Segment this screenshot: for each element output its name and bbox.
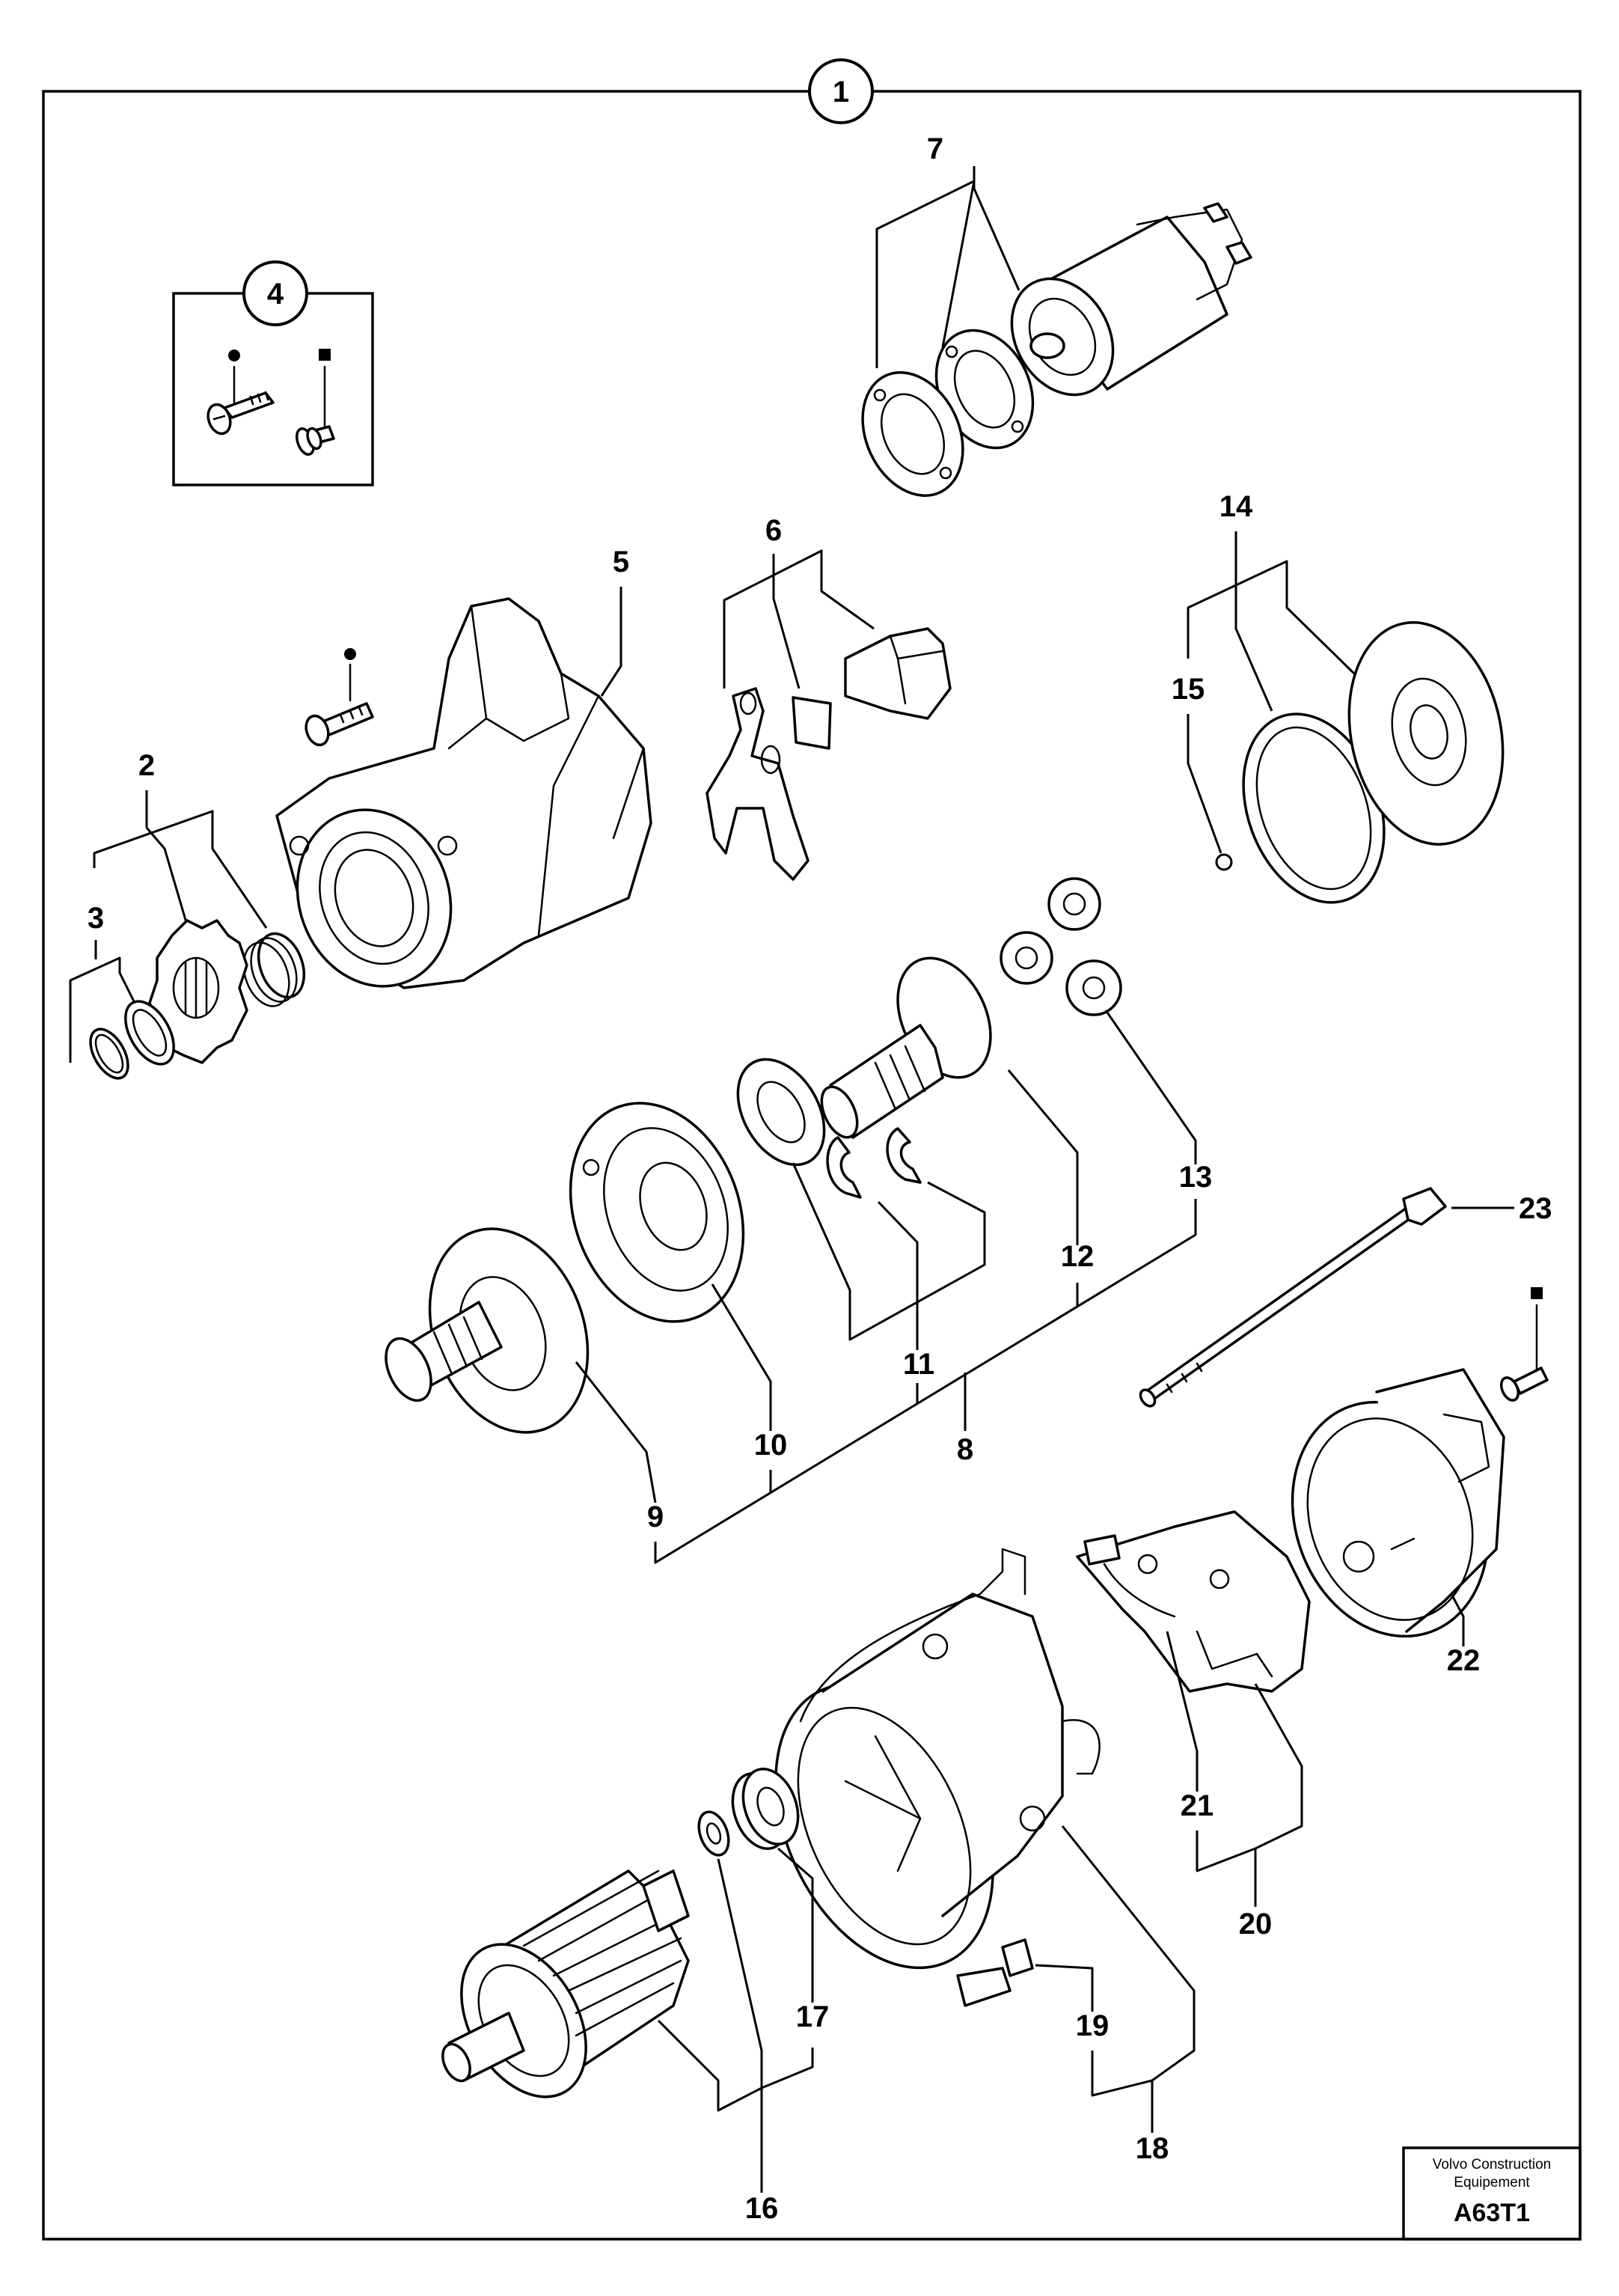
callout-1-circle: [808, 58, 874, 124]
leader-2: [93, 790, 268, 951]
stop-collar: [124, 1000, 175, 1066]
screw-round-head-icon: [206, 365, 275, 436]
leader-6: [723, 549, 875, 689]
overrunning-clutch-shaft: [385, 1227, 590, 1434]
leader-20: [1196, 1683, 1303, 1907]
screw-set-box: [172, 292, 374, 486]
callout-3: 3: [88, 902, 104, 935]
callout-20: 20: [1239, 1908, 1273, 1941]
callout-16: 16: [745, 2192, 779, 2225]
retaining-clip-a: [826, 1136, 862, 1199]
callout-18: 18: [1136, 2132, 1169, 2165]
idler-gear-a: [1047, 877, 1101, 931]
title-code: A63T1: [1454, 2199, 1530, 2227]
callout-14: 14: [1219, 490, 1253, 523]
leader-21: [1166, 1631, 1199, 1792]
callout-17: 17: [796, 2000, 830, 2033]
callout-10: 10: [754, 1429, 788, 1462]
leader-15: [1187, 714, 1222, 854]
armature: [441, 1869, 690, 2098]
leader-10: [711, 1283, 772, 1431]
callout-12: 12: [1061, 1240, 1095, 1273]
seal-ball: [1215, 853, 1233, 871]
leader-22: [1450, 1593, 1465, 1646]
callout-19: 19: [1076, 2009, 1110, 2042]
retaining-clip-b: [886, 1127, 922, 1184]
leader-11: [792, 1162, 986, 1350]
idler-gear-b: [1000, 931, 1053, 985]
callout-4: 4: [267, 278, 284, 311]
title-company-line1: Volvo Construction: [1433, 2157, 1551, 2173]
leader-19: [1035, 1964, 1094, 2012]
leader-9: [575, 1361, 657, 1503]
leader-7: [875, 166, 1020, 368]
through-bolt: [1139, 1187, 1447, 1408]
rear-end-cover: [1291, 1368, 1505, 1638]
thrust-washer: [736, 1057, 826, 1167]
idler-gear-c: [1065, 959, 1122, 1016]
end-cover: [1347, 621, 1505, 846]
callout-7: 7: [927, 132, 943, 165]
callout-6: 6: [765, 514, 782, 547]
return-spring: [242, 932, 306, 1007]
callout-9: 9: [647, 1500, 664, 1533]
solenoid-switch: [1010, 202, 1252, 397]
square-marker-icon: [319, 349, 331, 361]
leader-13: [1104, 1010, 1197, 1164]
callout-22: 22: [1447, 1644, 1481, 1677]
title-block: [1402, 2146, 1582, 2241]
callout-23: 23: [1519, 1192, 1552, 1225]
title-company-line2: Equipement: [1454, 2175, 1530, 2190]
leader-16: [657, 1858, 814, 2193]
callout-1: 1: [833, 76, 849, 109]
shift-lever-spacer: [792, 696, 832, 750]
diagram-frame: [42, 90, 1582, 2241]
callout-21: 21: [1181, 1789, 1214, 1822]
leader-14: [1187, 531, 1356, 712]
rear-cover-screw: [1499, 1367, 1549, 1402]
leader-12: [1007, 1069, 1079, 1245]
leader-18: [1061, 1825, 1196, 2133]
field-brush: [956, 1938, 1034, 2007]
leader-5: [600, 587, 622, 697]
solenoid-gasket-inner: [934, 329, 1035, 450]
shift-lever: [706, 687, 810, 881]
solenoid-gasket-outer: [861, 371, 964, 497]
callout-15: 15: [1172, 673, 1205, 706]
screw-flange-head-icon: [296, 365, 335, 457]
callout-11: 11: [903, 1348, 934, 1381]
leader-8: [654, 1199, 1197, 1564]
callout-2: 2: [138, 749, 155, 782]
drive-end-housing: [275, 597, 652, 989]
snap-ring: [89, 1028, 129, 1080]
callout-8: 8: [957, 1433, 973, 1466]
housing-bolt: [304, 702, 374, 747]
brush-holder: [1076, 1510, 1311, 1693]
callout-13: 13: [1179, 1161, 1213, 1194]
dot-marker-icon: [344, 648, 356, 660]
internal-gear-bracket: [569, 1102, 745, 1323]
dot-marker-icon: [228, 349, 240, 361]
shift-lever-rubber-block: [844, 627, 952, 720]
square-marker-icon: [1531, 1287, 1543, 1299]
yoke-field-frame: [774, 1548, 1101, 1970]
planet-shaft: [820, 956, 992, 1139]
seal-ring: [1242, 712, 1386, 904]
pinion-gear: [148, 919, 248, 1064]
leader-17: [777, 1847, 814, 2003]
leader-3: [69, 940, 144, 1063]
armature-washer: [697, 1810, 730, 1857]
callout-4-circle: [242, 260, 308, 326]
ball-bearing: [731, 1768, 800, 1850]
callout-5: 5: [613, 546, 629, 578]
